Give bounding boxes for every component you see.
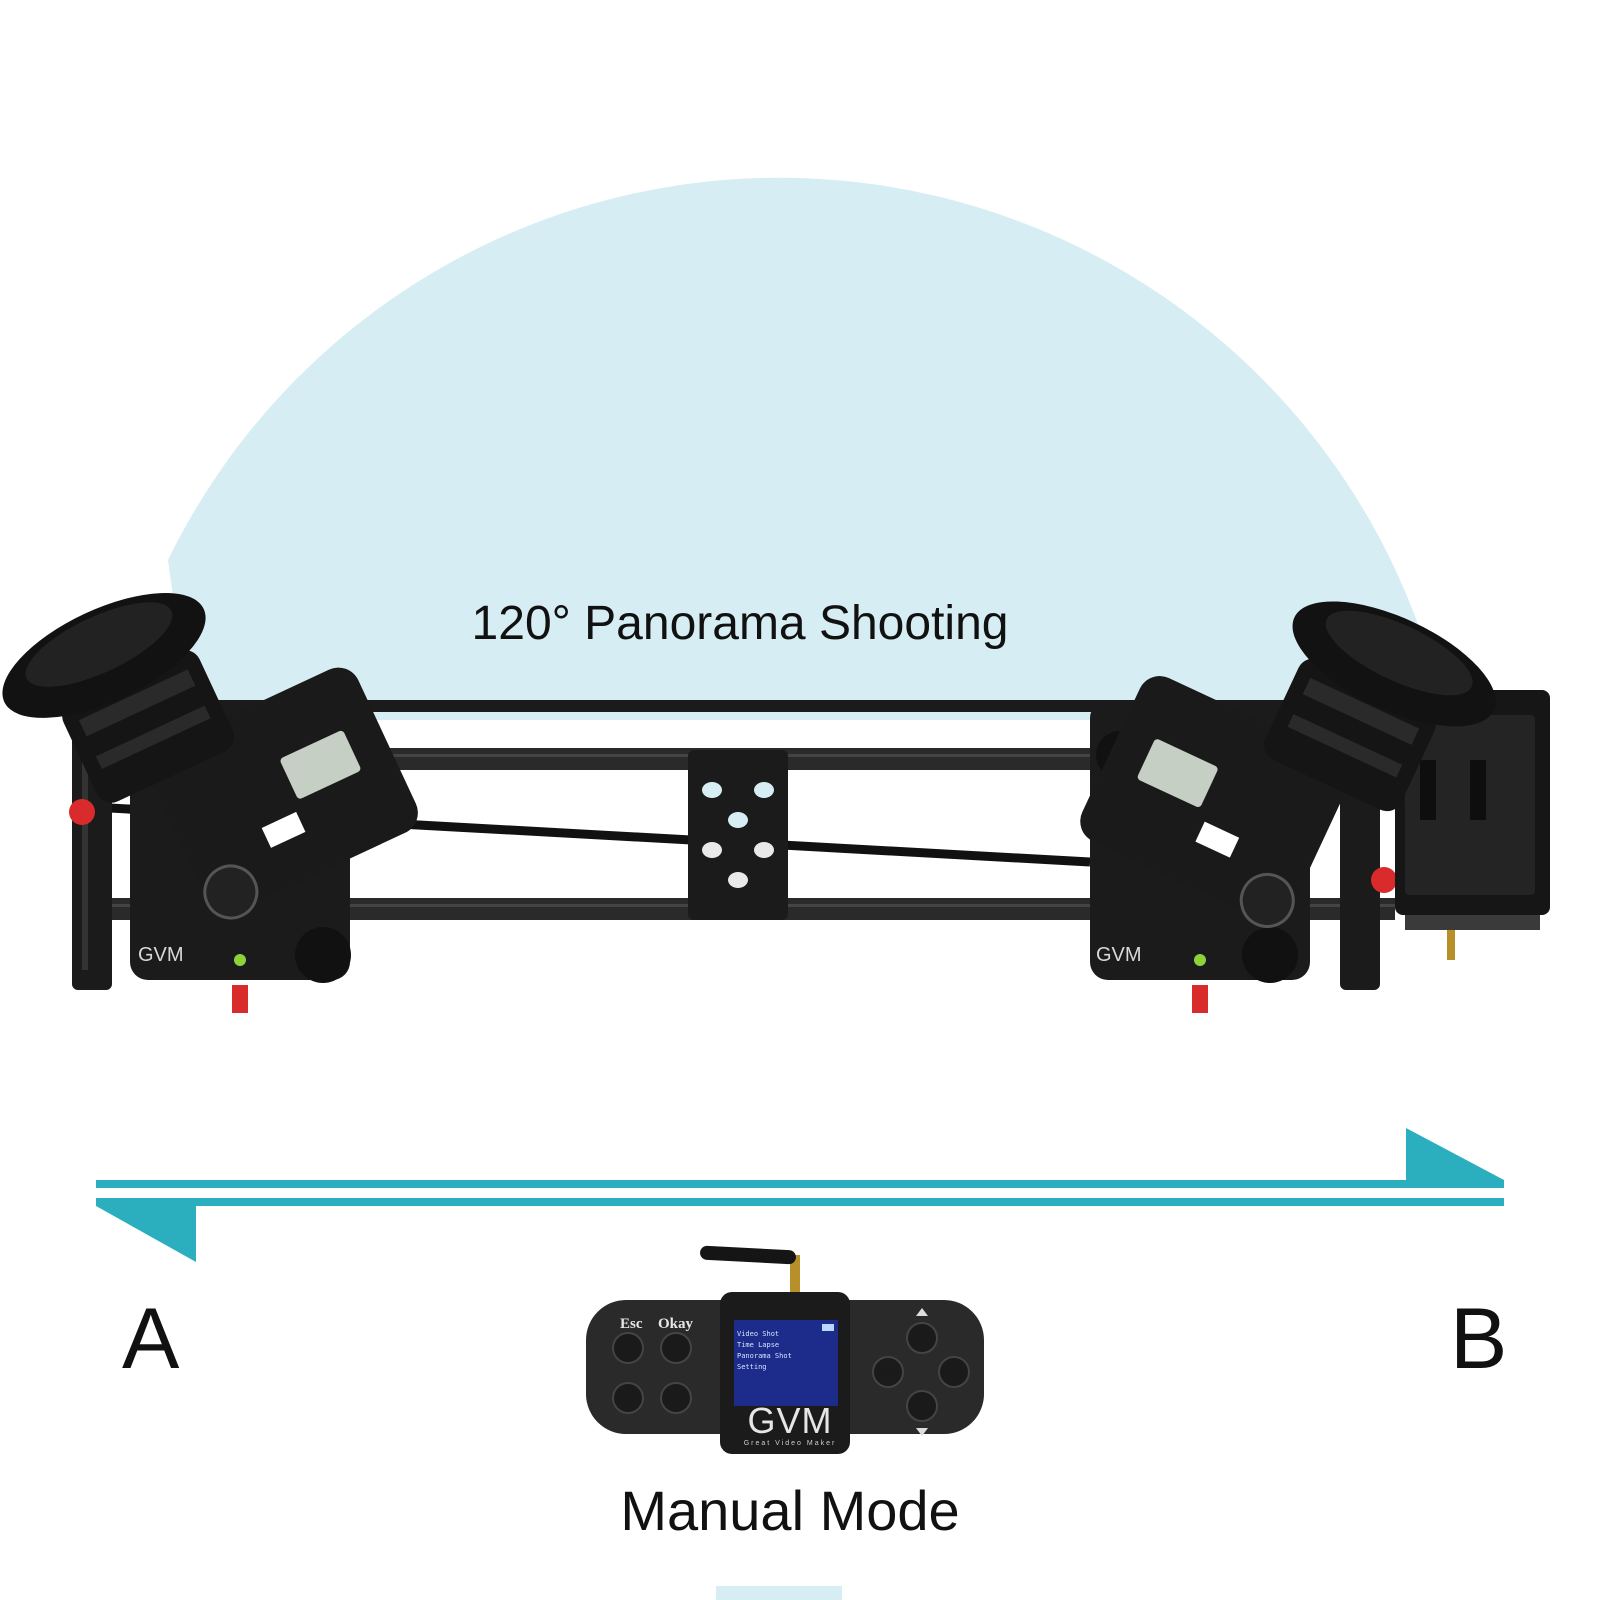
remote-screen-item: Video Shot	[737, 1330, 780, 1338]
right-carriage-logo: GVM	[1096, 944, 1142, 966]
remote-screen-item: Time Lapse	[737, 1341, 780, 1349]
panorama-arc	[168, 177, 1430, 721]
remote-screen-item: Setting	[737, 1363, 767, 1371]
arrow-left-head	[96, 1206, 196, 1262]
travel-arrows	[96, 1128, 1504, 1262]
remote-screen	[734, 1320, 838, 1406]
arrow-left-shaft	[96, 1198, 1504, 1206]
remote-okay-label: Okay	[658, 1316, 694, 1332]
arrow-right-shaft	[96, 1180, 1504, 1188]
remote-brand-tagline: Great Video Maker	[743, 1440, 837, 1447]
left-camera	[2, 593, 418, 920]
right-camera	[1080, 601, 1496, 928]
center-plate	[688, 750, 788, 920]
point-b-label: B	[1450, 1291, 1508, 1387]
point-a-label: A	[122, 1291, 180, 1387]
bottom-arc-sliver	[716, 1586, 842, 1600]
remote-controller	[586, 1245, 984, 1454]
left-carriage-logo: GVM	[138, 944, 184, 966]
remote-esc-label: Esc	[620, 1316, 643, 1332]
remote-brand-logo: GVM	[747, 1400, 833, 1441]
arrow-right-head	[1406, 1128, 1504, 1180]
remote-screen-item: Panorama Shot	[737, 1352, 792, 1360]
mode-label: Manual Mode	[620, 1479, 960, 1542]
panorama-title: 120° Panorama Shooting	[471, 597, 1009, 650]
